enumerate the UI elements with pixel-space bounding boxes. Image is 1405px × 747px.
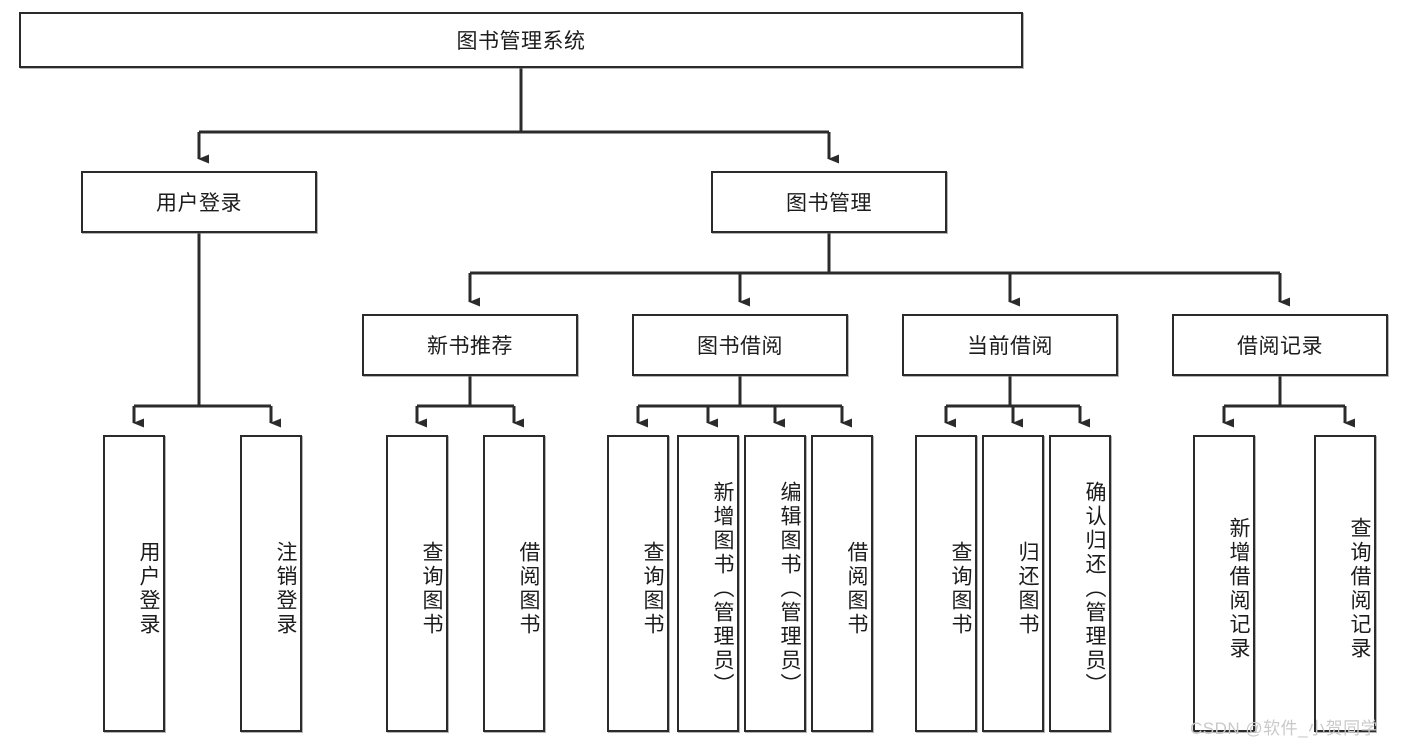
node-label: 注销登录 (274, 540, 297, 637)
csdn-watermark: CSDN @软件_小贺同学 (1190, 719, 1379, 738)
node-label: 查询图书 (420, 540, 443, 637)
node-leaf-edit-book-admin[interactable]: 编辑图书（管理员） (744, 435, 806, 732)
node-label: 图书管理 (786, 192, 872, 215)
node-label: 归还图书 (1016, 540, 1039, 637)
node-label: 新增图书（管理员） (711, 480, 734, 697)
node-label: 借阅图书 (845, 540, 868, 637)
node-label: 确认归还（管理员） (1083, 480, 1106, 697)
node-leaf-borrow-book-2[interactable]: 借阅图书 (811, 435, 873, 732)
node-leaf-query-book-2[interactable]: 查询图书 (607, 435, 669, 732)
node-label: 图书管理系统 (456, 30, 586, 53)
node-label: 查询借阅记录 (1348, 516, 1371, 661)
node-leaf-query-borrow-record[interactable]: 查询借阅记录 (1314, 435, 1376, 732)
node-book-borrow[interactable]: 图书借阅 (632, 314, 848, 376)
node-label: 用户登录 (137, 540, 160, 637)
node-label: 编辑图书（管理员） (778, 480, 801, 697)
node-book-management-system[interactable]: 图书管理系统 (19, 12, 1023, 68)
node-user-login[interactable]: 用户登录 (81, 171, 317, 233)
node-label: 查询图书 (949, 540, 972, 637)
node-label: 当前借阅 (967, 335, 1053, 358)
node-new-book-recommend[interactable]: 新书推荐 (362, 314, 578, 376)
node-book-management[interactable]: 图书管理 (711, 171, 947, 233)
node-leaf-user-login[interactable]: 用户登录 (103, 435, 165, 732)
node-leaf-add-borrow-record[interactable]: 新增借阅记录 (1193, 435, 1255, 732)
node-leaf-confirm-return-admin[interactable]: 确认归还（管理员） (1049, 435, 1111, 732)
node-label: 借阅记录 (1237, 335, 1323, 358)
node-label: 查询图书 (641, 540, 664, 637)
node-leaf-return-book[interactable]: 归还图书 (982, 435, 1044, 732)
node-leaf-query-book-1[interactable]: 查询图书 (386, 435, 448, 732)
node-label: 图书借阅 (697, 335, 783, 358)
node-label: 借阅图书 (517, 540, 540, 637)
node-label: 新书推荐 (427, 335, 513, 358)
node-leaf-query-book-3[interactable]: 查询图书 (915, 435, 977, 732)
node-label: 新增借阅记录 (1227, 516, 1250, 661)
node-leaf-borrow-book-1[interactable]: 借阅图书 (483, 435, 545, 732)
node-label: 用户登录 (156, 192, 242, 215)
node-current-borrow[interactable]: 当前借阅 (902, 314, 1118, 376)
node-leaf-add-book-admin[interactable]: 新增图书（管理员） (677, 435, 739, 732)
node-borrow-record[interactable]: 借阅记录 (1172, 314, 1388, 376)
node-leaf-logout[interactable]: 注销登录 (240, 435, 302, 732)
